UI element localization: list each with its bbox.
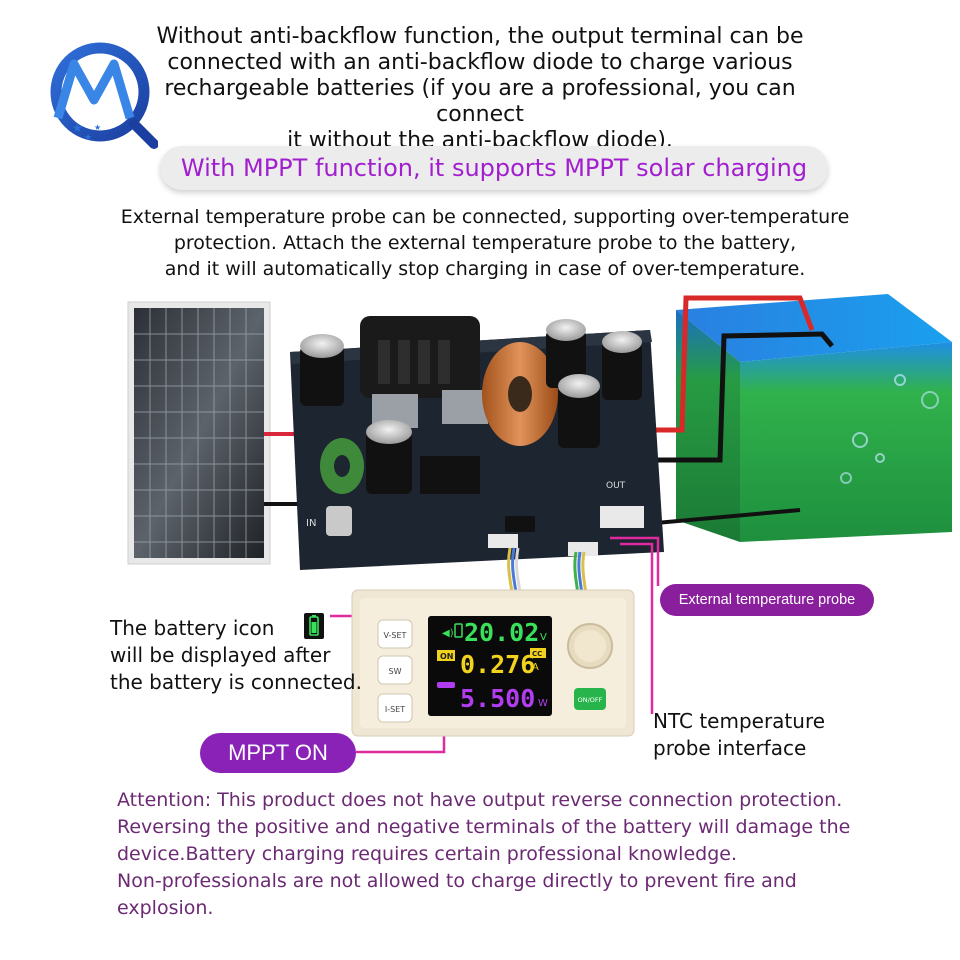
battery-note-line: will be displayed after [110, 643, 331, 667]
attention-line: Non-professionals are not allowed to cha… [117, 870, 797, 892]
lcd-battery-icon [454, 623, 463, 638]
svg-text:★: ★ [84, 133, 92, 143]
intro-line: Without anti-backflow function, the outp… [156, 24, 804, 49]
attention-line: explosion. [117, 897, 214, 919]
battery-icon-callout [304, 613, 324, 639]
iset-label: I-SET [385, 705, 405, 714]
lcd-cc-badge: CC [532, 650, 542, 658]
board-out-label: OUT [606, 481, 626, 491]
svg-text:★: ★ [72, 121, 83, 135]
mppt-banner: With MPPT function, it supports MPPT sol… [160, 146, 828, 190]
lcd-on-badge-bg [437, 650, 455, 661]
lcd-current-unit: A [532, 662, 539, 673]
intro-text: Without anti-backflow function, the outp… [120, 24, 840, 154]
lcd-current: 0.276 [460, 650, 535, 679]
control-module: V-SET SW I-SET ◀) 20.02 V ON 0.276 CC A … [351, 589, 635, 737]
on-off-label: ON/OFF [578, 696, 603, 704]
lcd-power: 5.500 [460, 684, 535, 713]
converter-board: IN OUT [290, 316, 664, 570]
vset-label: V-SET [384, 631, 407, 640]
battery-note: The battery icon will be displayed after… [110, 615, 362, 696]
attention-line: device.Battery charging requires certain… [117, 843, 737, 865]
on-off-button[interactable]: ON/OFF [574, 688, 606, 710]
sw-label: SW [389, 667, 402, 676]
attention-text: Attention: This product does not have ou… [117, 787, 907, 922]
iset-button[interactable]: I-SET [377, 693, 413, 723]
attention-line: Attention: This product does not have ou… [117, 789, 843, 811]
lcd-mppt-indicator [437, 682, 455, 688]
lcd-screen [428, 616, 552, 716]
probe-line: and it will automatically stop charging … [164, 258, 806, 280]
probe-text: External temperature probe can be connec… [80, 204, 890, 282]
battery-pack [676, 294, 952, 542]
svg-text:★: ★ [94, 123, 101, 132]
lcd-cc-badge-bg [530, 648, 546, 658]
ntc-line: probe interface [653, 736, 807, 760]
sw-button[interactable]: SW [377, 655, 413, 685]
vset-button[interactable]: V-SET [377, 619, 413, 649]
product-illustration: IN OUT V-SET SW I-SET [127, 294, 952, 754]
speaker-icon: ◀) [442, 628, 454, 639]
lcd-power-unit: W [538, 698, 548, 709]
probe-line: External temperature probe can be connec… [120, 206, 850, 228]
adjust-knob[interactable] [567, 623, 613, 669]
intro-line: rechargeable batteries (if you are a pro… [164, 76, 796, 127]
brand-logo: ★ ★ ★ [50, 42, 158, 149]
external-probe-label: External temperature probe [660, 584, 874, 616]
solar-panel [127, 301, 271, 565]
lcd-voltage-unit: V [540, 632, 547, 643]
ntc-line: NTC temperature [653, 709, 826, 733]
board-in-label: IN [306, 518, 316, 529]
probe-line: protection. Attach the external temperat… [173, 232, 797, 254]
lcd-voltage: 20.02 [464, 618, 539, 647]
intro-line: connected with an anti-backflow diode to… [167, 50, 793, 75]
battery-note-line: The battery icon [110, 616, 275, 640]
mppt-on-label: MPPT ON [200, 733, 356, 773]
lcd-on-badge: ON [440, 652, 454, 661]
attention-line: Reversing the positive and negative term… [117, 816, 851, 838]
ntc-label: NTC temperature probe interface [653, 708, 825, 762]
battery-note-line: the battery is connected. [110, 670, 362, 694]
